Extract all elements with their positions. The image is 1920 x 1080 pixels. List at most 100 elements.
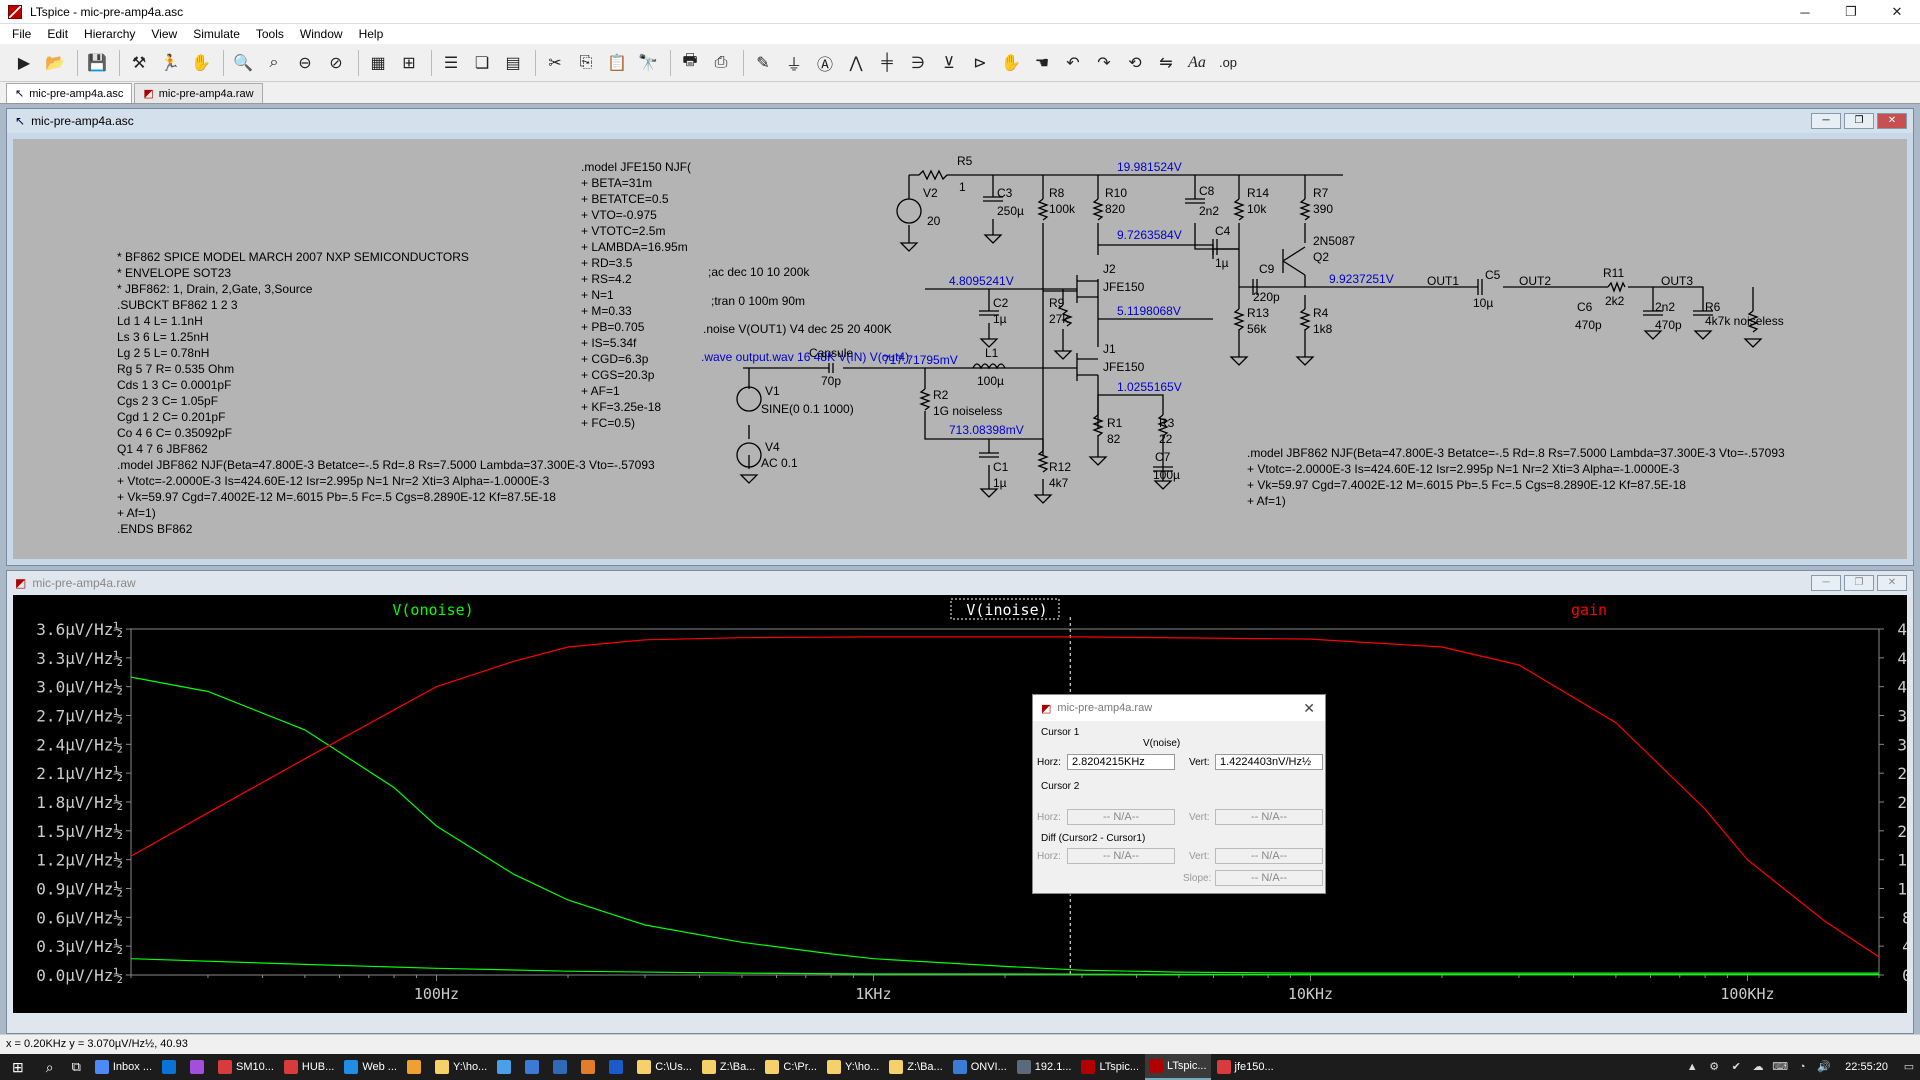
taskbar-item[interactable]: C:\Pr... bbox=[761, 1054, 821, 1080]
tran-directive[interactable]: ;tran 0 100m 90m bbox=[711, 294, 805, 308]
zoom-pan-icon[interactable]: ⌕ bbox=[269, 53, 279, 71]
print-icon[interactable]: ⎙ bbox=[714, 53, 728, 71]
cut-icon[interactable]: ✂ bbox=[548, 54, 562, 72]
cursor1-horz-field[interactable]: 2.8204215KHz bbox=[1067, 754, 1175, 770]
zoom-in-icon[interactable]: 🔍 bbox=[233, 54, 253, 72]
menu-tools[interactable]: Tools bbox=[255, 27, 284, 41]
taskbar-item[interactable]: 192.1... bbox=[1013, 1054, 1076, 1080]
noise-directive[interactable]: .noise V(OUT1) V4 dec 25 20 400K bbox=[703, 322, 892, 336]
menu-window[interactable]: Window bbox=[299, 27, 343, 41]
open-icon[interactable]: 📂 bbox=[45, 54, 65, 72]
menu-help[interactable]: Help bbox=[358, 27, 384, 41]
tab-schematic[interactable]: ↖mic-pre-amp4a.asc bbox=[6, 83, 133, 103]
cursor1-vert-field[interactable]: 1.4224403nV/Hz½ bbox=[1215, 754, 1323, 770]
wave-directive[interactable]: .wave output.wav 16 48K V(IN) V(out4) bbox=[701, 350, 909, 364]
taskbar-item[interactable]: LTspic... bbox=[1077, 1054, 1143, 1080]
taskbar-item[interactable] bbox=[493, 1054, 519, 1080]
waveform-restore-button[interactable]: ❐ bbox=[1844, 575, 1874, 591]
move-icon[interactable]: ✋ bbox=[1001, 54, 1021, 72]
menu-file[interactable]: File bbox=[12, 27, 32, 41]
cursor-dialog-close-icon[interactable]: ✕ bbox=[1303, 700, 1315, 716]
menu-view[interactable]: View bbox=[151, 27, 178, 41]
taskbar-item[interactable]: Y:\ho... bbox=[431, 1054, 491, 1080]
diode-icon[interactable]: ⊻ bbox=[943, 54, 955, 72]
save-icon[interactable]: 💾 bbox=[87, 54, 107, 72]
menu-simulate[interactable]: Simulate bbox=[193, 27, 240, 41]
taskbar-item[interactable]: SM10... bbox=[214, 1054, 278, 1080]
undo-icon[interactable]: ↶ bbox=[1066, 54, 1080, 72]
resistor-icon[interactable]: ⋀ bbox=[849, 54, 863, 72]
inductor-icon[interactable]: ∋ bbox=[911, 54, 925, 72]
tray-icon[interactable]: ▲ bbox=[1686, 1061, 1698, 1073]
start-button[interactable]: ⊞ bbox=[12, 1058, 24, 1075]
run-icon[interactable]: 🏃 bbox=[160, 54, 180, 72]
taskbar-item[interactable] bbox=[521, 1054, 547, 1080]
tray-icon[interactable]: ☁ bbox=[1752, 1061, 1764, 1073]
taskbar-item[interactable]: C:\Us... bbox=[633, 1054, 696, 1080]
taskbar-item[interactable]: Web ... bbox=[340, 1054, 401, 1080]
spice-directive-icon[interactable]: .op bbox=[1218, 55, 1238, 70]
ac-directive[interactable]: ;ac dec 10 10 200k bbox=[708, 265, 810, 279]
taskbar-item[interactable] bbox=[186, 1054, 212, 1080]
ground-icon[interactable]: ⏚ bbox=[785, 56, 802, 74]
menu-hierarchy[interactable]: Hierarchy bbox=[84, 27, 136, 41]
tile-vertical-icon[interactable]: ▤ bbox=[505, 54, 521, 72]
network-icon[interactable]: ◔ bbox=[1798, 1061, 1806, 1073]
waveform-close-button[interactable]: ✕ bbox=[1877, 575, 1907, 591]
taskbar-item[interactable]: HUB... bbox=[280, 1054, 338, 1080]
tile-horizontal-icon[interactable]: ☰ bbox=[443, 54, 459, 72]
taskbar-item[interactable]: jfe150... bbox=[1213, 1054, 1278, 1080]
taskbar-item[interactable] bbox=[549, 1054, 575, 1080]
halt-icon[interactable]: ✋ bbox=[191, 54, 211, 72]
copy-icon[interactable]: ⎘ bbox=[579, 53, 593, 71]
find-icon[interactable]: 🔭 bbox=[638, 54, 658, 72]
taskbar-item[interactable] bbox=[577, 1054, 603, 1080]
text-icon[interactable]: Aa bbox=[1188, 53, 1206, 71]
notification-icon[interactable]: ▭ bbox=[1903, 1061, 1915, 1073]
schematic-canvas[interactable]: * BF862 SPICE MODEL MARCH 2007 NXP SEMIC… bbox=[13, 139, 1907, 559]
zoom-out-icon[interactable]: ⊖ bbox=[298, 54, 312, 72]
print-preview-icon[interactable]: 🖶 bbox=[682, 52, 698, 69]
taskbar-item[interactable]: Z:\Ba... bbox=[698, 1054, 759, 1080]
taskbar-item[interactable]: ONVI... bbox=[949, 1054, 1011, 1080]
volume-icon[interactable]: 🔊 bbox=[1817, 1061, 1832, 1073]
minimize-button[interactable]: ─ bbox=[1800, 4, 1810, 20]
close-button[interactable]: ✕ bbox=[1891, 4, 1903, 19]
schematic-restore-button[interactable]: ❐ bbox=[1844, 113, 1874, 129]
schematic-minimize-button[interactable]: ─ bbox=[1811, 113, 1841, 129]
zoom-fit-icon[interactable]: ⊘ bbox=[329, 54, 343, 72]
control-panel-icon[interactable]: ⚒ bbox=[131, 54, 147, 72]
cascade-icon[interactable]: ❏ bbox=[474, 54, 490, 72]
autorange-icon[interactable]: ▦ bbox=[370, 54, 386, 72]
maximize-button[interactable]: ❐ bbox=[1845, 4, 1857, 19]
menu-edit[interactable]: Edit bbox=[47, 27, 69, 41]
taskbar-item[interactable]: Z:\Ba... bbox=[885, 1054, 946, 1080]
new-schematic-icon[interactable]: ▶ bbox=[17, 54, 31, 72]
schematic-close-button[interactable]: ✕ bbox=[1877, 113, 1907, 129]
mirror-icon[interactable]: ⇋ bbox=[1159, 54, 1173, 72]
search-icon[interactable]: ⌕ bbox=[45, 1058, 54, 1075]
taskbar-item[interactable] bbox=[158, 1054, 184, 1080]
label-net-icon[interactable]: Ⓐ bbox=[816, 56, 833, 74]
task-view-icon[interactable]: ⧉ bbox=[71, 1059, 81, 1074]
tray-icon[interactable]: ⌨ bbox=[1772, 1061, 1789, 1073]
taskbar-item[interactable] bbox=[605, 1054, 631, 1080]
capacitor-icon[interactable]: ╪ bbox=[881, 53, 893, 71]
tray-icon[interactable]: ✔ bbox=[1731, 1061, 1741, 1073]
taskbar-item[interactable]: LTspic... bbox=[1145, 1054, 1211, 1080]
taskbar-item[interactable]: Inbox ... bbox=[91, 1054, 156, 1080]
component-icon[interactable]: ⊳ bbox=[973, 54, 987, 72]
clock[interactable]: 22:55:20 bbox=[1845, 1061, 1888, 1073]
grid-icon[interactable]: ⊞ bbox=[402, 54, 416, 72]
paste-icon[interactable]: 📋 bbox=[607, 54, 627, 72]
rotate-icon[interactable]: ⟲ bbox=[1128, 54, 1142, 72]
taskbar-item[interactable] bbox=[403, 1054, 429, 1080]
redo-icon[interactable]: ↷ bbox=[1097, 54, 1111, 72]
waveform-minimize-button[interactable]: ─ bbox=[1811, 575, 1841, 591]
tray-icon[interactable]: ⚙ bbox=[1709, 1061, 1720, 1073]
wire-icon[interactable]: ✎ bbox=[756, 54, 770, 72]
drag-icon[interactable]: ☚ bbox=[1034, 54, 1050, 72]
tab-waveform[interactable]: ◩mic-pre-amp4a.raw bbox=[134, 83, 263, 103]
taskbar-item[interactable]: Y:\ho... bbox=[823, 1054, 883, 1080]
